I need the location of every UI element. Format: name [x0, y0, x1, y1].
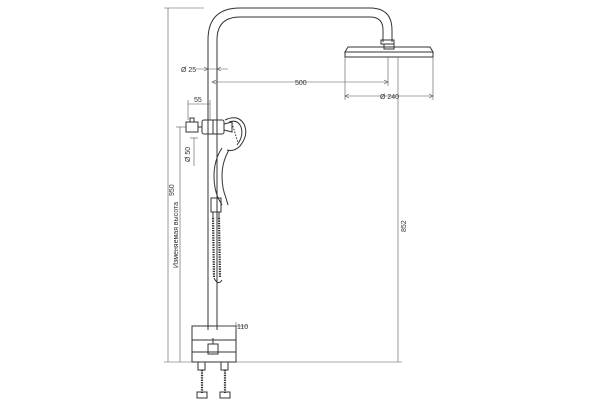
- arm-length-label: 500: [295, 80, 307, 87]
- riser-pipe: [207, 7, 395, 330]
- thermostatic-mixer: [191, 325, 237, 371]
- holder-diameter-label: Ø 50: [185, 147, 192, 162]
- head-diameter-label: Ø 240: [380, 94, 399, 101]
- holder-offset-label: 55: [194, 97, 202, 104]
- hand-shower: [210, 117, 247, 218]
- dimension-lines: [164, 7, 434, 363]
- shower-hose: [211, 217, 223, 284]
- adjustable-height-label: Изменяемая высота: [173, 202, 180, 268]
- mixer-depth-label: 110: [237, 324, 248, 331]
- total-height-label: 950: [169, 184, 176, 196]
- rain-shower-head: [344, 43, 434, 58]
- pipe-diameter-label: Ø 25: [181, 67, 196, 74]
- hand-shower-holder: [185, 117, 233, 135]
- inlet-connections: [196, 370, 231, 399]
- riser-height-label: 852: [401, 220, 408, 232]
